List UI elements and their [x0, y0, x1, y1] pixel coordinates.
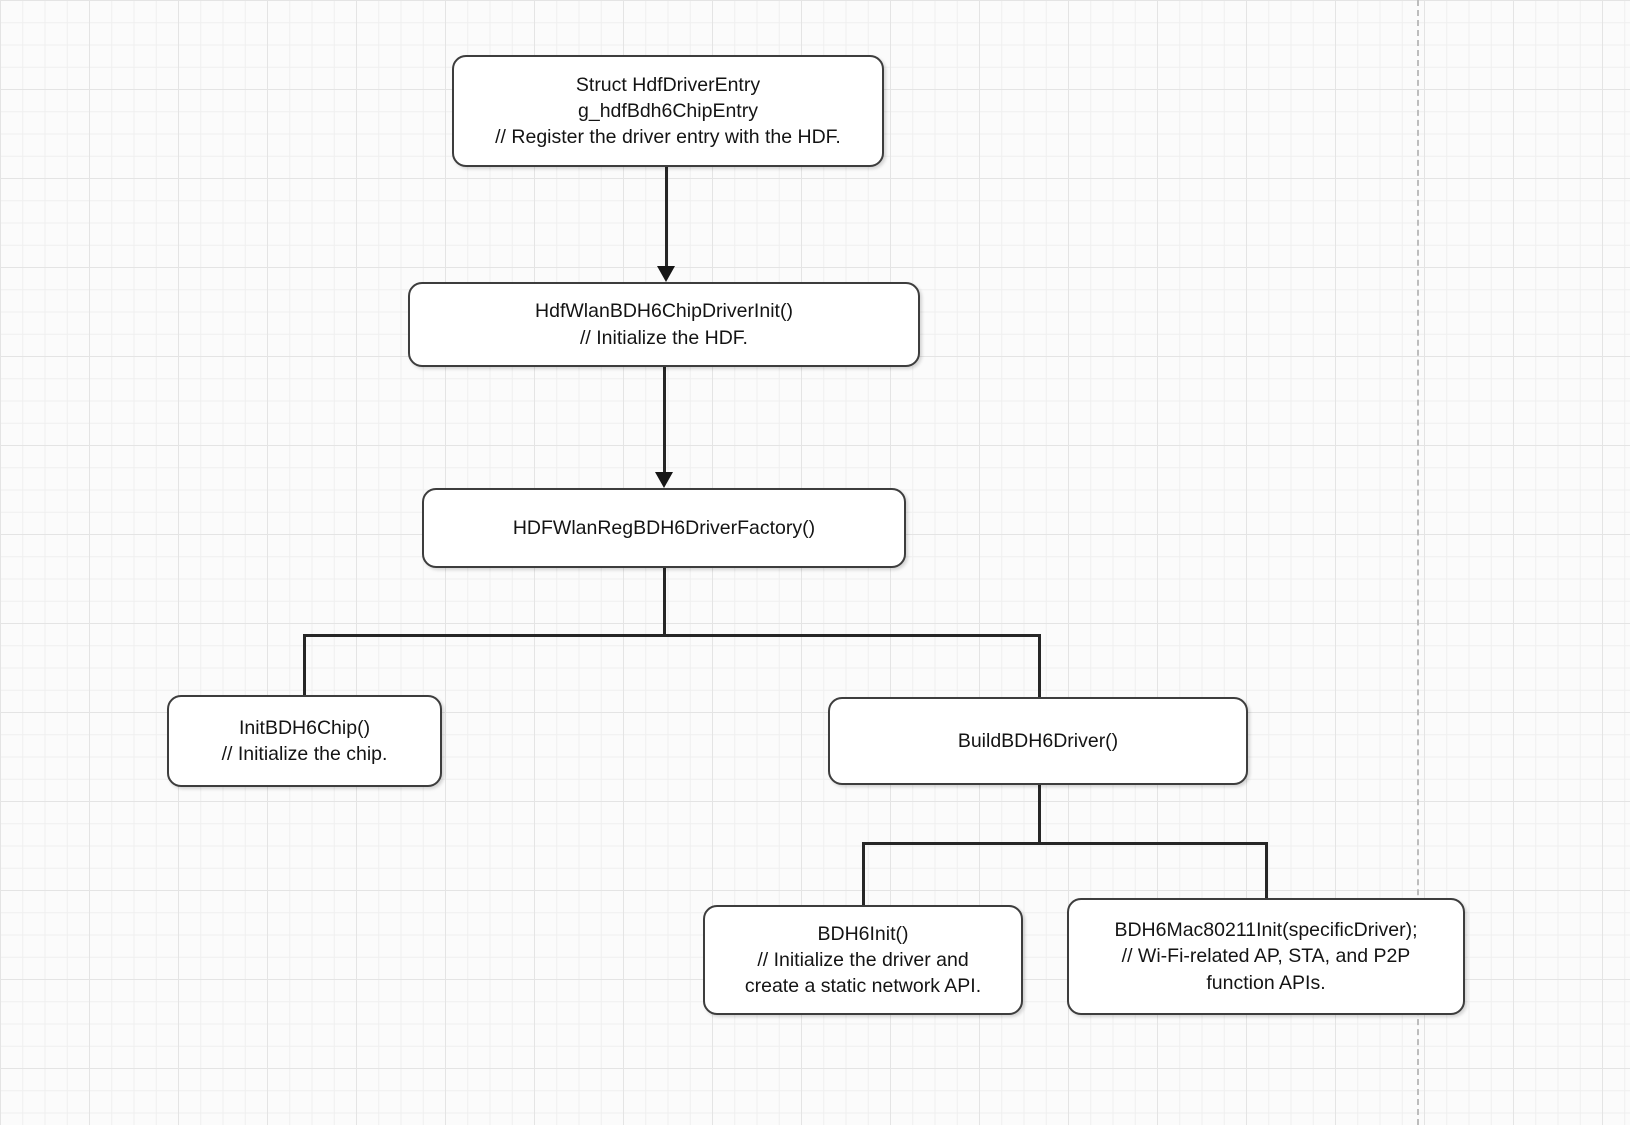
- edge-factory-stem: [662, 568, 666, 635]
- node-text-line: HdfWlanBDH6ChipDriverInit(): [535, 300, 793, 323]
- node-text-line: // Register the driver entry with the HD…: [495, 126, 841, 149]
- node-text-line: BDH6Mac80211Init(specificDriver);: [1114, 919, 1418, 942]
- edge-chipinit-to-factory: [662, 367, 666, 473]
- node-text-line: HDFWlanRegBDH6DriverFactory(): [512, 516, 816, 539]
- edge-branch-to-bdh6init: [861, 842, 865, 905]
- edge-branch-to-initchip: [302, 634, 306, 695]
- arrowhead-down-icon: [656, 266, 675, 282]
- node-text-line: // Initialize the driver and: [757, 948, 969, 971]
- node-text-line: function APIs.: [1206, 971, 1326, 994]
- node-chip-driver-init: HdfWlanBDH6ChipDriverInit() // Initializ…: [408, 282, 920, 367]
- node-hdf-driver-entry: Struct HdfDriverEntry g_hdfBdh6ChipEntry…: [452, 55, 884, 167]
- node-text-line: g_hdfBdh6ChipEntry: [578, 99, 758, 122]
- node-init-chip: InitBDH6Chip() // Initialize the chip.: [167, 695, 442, 787]
- node-bdh6-init: BDH6Init() // Initialize the driver and …: [703, 905, 1023, 1015]
- edge-branch-to-mac80211: [1264, 842, 1268, 898]
- edge-branch-to-builddriver: [1037, 634, 1041, 697]
- node-text-line: BDH6Init(): [817, 922, 909, 945]
- edge-builddriver-stem: [1037, 785, 1041, 842]
- node-text-line: // Initialize the chip.: [221, 743, 388, 765]
- node-text-line: BuildBDH6Driver(): [957, 729, 1119, 752]
- node-text-line: InitBDH6Chip(): [238, 716, 371, 739]
- node-reg-driver-factory: HDFWlanRegBDH6DriverFactory(): [422, 488, 906, 568]
- node-text-line: // Wi-Fi-related AP, STA, and P2P: [1121, 945, 1411, 968]
- arrowhead-down-icon: [654, 472, 673, 488]
- node-mac80211-init: BDH6Mac80211Init(specificDriver); // Wi-…: [1067, 898, 1465, 1015]
- node-text-line: Struct HdfDriverEntry: [575, 73, 761, 96]
- edge-entry-to-chipinit: [664, 167, 668, 268]
- node-text-line: create a static network API.: [744, 975, 982, 998]
- edge-builddriver-branch: [861, 842, 1268, 845]
- page-break-guide-line: [1417, 0, 1419, 1125]
- edge-factory-branch: [302, 634, 1041, 637]
- node-text-line: // Initialize the HDF.: [580, 326, 748, 349]
- node-build-driver: BuildBDH6Driver(): [828, 697, 1248, 785]
